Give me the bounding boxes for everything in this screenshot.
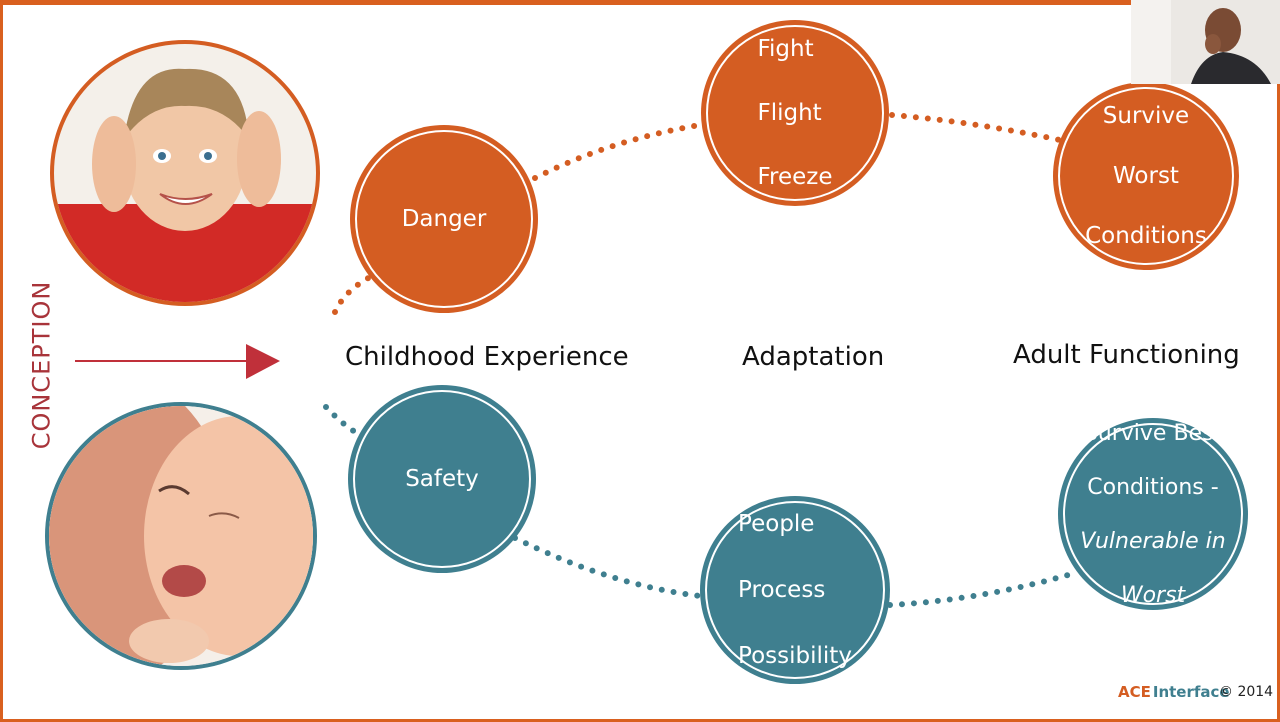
- logo-ace-text: ACE: [1118, 683, 1151, 701]
- parent-baby-photo: [45, 402, 317, 670]
- stressed-child-photo: [50, 40, 320, 306]
- conception-label: CONCEPTION: [27, 280, 56, 450]
- logo-interface-text: Interface: [1152, 683, 1230, 701]
- node-survive-worst: Survive Worst Conditions: [1053, 82, 1239, 270]
- copyright-text: © 2014: [1219, 684, 1274, 700]
- node-survive-worst-line-2: Worst: [1113, 163, 1179, 189]
- safety-path-1: [323, 404, 358, 435]
- node-people-line-3: Possibility: [738, 642, 852, 669]
- node-people-line-2: Process: [738, 576, 826, 603]
- node-people-line-1: People: [738, 510, 815, 537]
- node-survive-worst-line-3: Conditions: [1085, 223, 1207, 249]
- node-safety: Safety: [348, 385, 536, 573]
- node-survive-best-line-4: Worst: [1120, 582, 1186, 608]
- node-fight-flight-freeze: Fight Flight Freeze: [701, 20, 889, 206]
- danger-path-2: [532, 122, 703, 181]
- ace-interface-logo: ACE Interface: [1118, 676, 1230, 708]
- node-fight-line-3: Freeze: [757, 164, 833, 190]
- node-survive-best-line-2: Conditions -: [1087, 474, 1219, 500]
- node-survive-best-line-3: Vulnerable in: [1080, 528, 1226, 554]
- node-survive-best-line-1: Survive Best: [1083, 420, 1223, 446]
- danger-path-1: [332, 273, 375, 315]
- presenter-webcam-thumbnail: [1131, 0, 1280, 84]
- node-danger-label: Danger: [401, 206, 487, 232]
- node-people-process-possibility: People Process Possibility: [700, 496, 890, 684]
- node-danger: Danger: [350, 125, 538, 313]
- node-survive-best: Survive Best Conditions - Vulnerable in …: [1058, 418, 1248, 610]
- stage-adaptation: Adaptation: [742, 342, 885, 372]
- danger-path-3: [889, 112, 1063, 143]
- node-survive-worst-line-1: Survive: [1102, 103, 1190, 129]
- node-safety-label: Safety: [405, 466, 479, 492]
- conception-arrow-head: [246, 344, 280, 379]
- node-fight-line-1: Fight: [757, 36, 814, 62]
- safety-path-3: [887, 572, 1071, 608]
- stage-adult-functioning: Adult Functioning: [1013, 340, 1240, 370]
- stage-childhood-experience: Childhood Experience: [345, 342, 629, 372]
- node-fight-line-2: Flight: [757, 100, 822, 126]
- safety-path-2: [512, 535, 703, 599]
